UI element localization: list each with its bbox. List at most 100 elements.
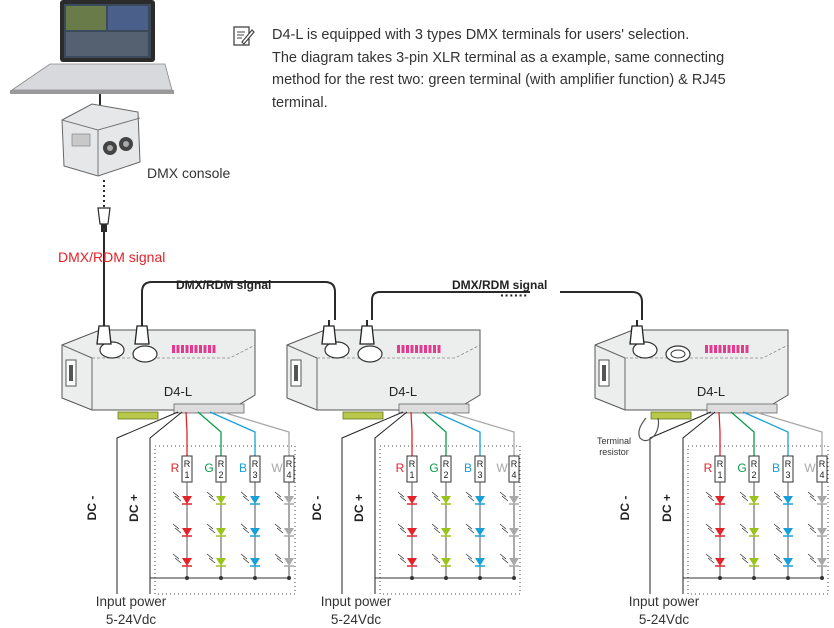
channel-wire [422,411,447,456]
led-icon [284,558,294,566]
xlr-plug-icon [134,320,150,345]
channel-letter: W [804,461,816,475]
led-icon [475,496,485,504]
led-icon [250,528,260,536]
resistor-label: R [218,459,225,469]
channel-wire [446,411,515,456]
terminal-block [342,411,384,420]
led-icon [749,558,759,566]
controller-body [61,329,256,411]
dc-minus-wire [341,411,404,594]
input-power-spec: 5-24Vdc [106,612,157,627]
channel-letter: B [464,461,472,475]
channel-wire [730,411,755,456]
link-signal-label-2: DMX/RDM signal [452,278,547,292]
input-signal-label: DMX/RDM signal [58,249,165,265]
channel-letter: W [496,461,508,475]
model-label: D4-L [164,384,192,399]
led-icon [441,528,451,536]
resistor-label: R [252,459,259,469]
address-display [172,345,216,353]
led-icon [441,558,451,566]
led-icon [783,528,793,536]
channel-wire [197,411,222,456]
led-icon [817,558,827,566]
resistor-label: 1 [409,470,414,480]
resistor-label: 3 [477,470,482,480]
resistor-label: 2 [751,470,756,480]
resistor-label: R [443,459,450,469]
note-line: terminal. [272,94,328,111]
link-cable-1 [141,281,336,320]
dc-minus-wire [649,411,712,594]
resistor-label: R [785,459,792,469]
output-terminal [173,403,245,414]
channel-wire [221,411,290,456]
dc-plus-wire [682,411,716,594]
dc-plus-label: DC + [660,494,674,522]
led-icon [182,528,192,536]
resistor-label: 4 [511,470,516,480]
led-icon [509,528,519,536]
resistor-label: R [409,459,416,469]
address-display [397,345,441,353]
link-signal-label-1: DMX/RDM signal [176,278,271,292]
led-icon [715,558,725,566]
xlr-plug-icon [629,320,645,345]
led-icon [441,496,451,504]
link-cable-2a [371,291,530,320]
channel-wire [209,411,256,456]
channel-letter: R [704,461,713,475]
input-power-label: Input power [629,594,700,609]
resistor-label: 3 [785,470,790,480]
dc-minus-label: DC - [310,496,324,521]
channel-wire [410,411,413,456]
note-line: The diagram takes 3-pin XLR terminal as … [272,49,725,66]
resistor-label: 1 [184,470,189,480]
led-icon [749,496,759,504]
led-icon [475,558,485,566]
xlr-plug-icon [359,320,375,345]
resistor-label: 1 [717,470,722,480]
resistor-label: 2 [218,470,223,480]
dc-minus-label: DC - [85,496,99,521]
laptop-icon [10,0,174,94]
console-label: DMX console [147,165,230,181]
led-icon [509,558,519,566]
led-icon [749,528,759,536]
channel-letter: W [271,461,283,475]
dmx-console-icon [61,103,141,177]
terminal-resistor-label: Terminal [597,436,631,446]
resistor-label: R [819,459,826,469]
dc-minus-label: DC - [618,496,632,521]
channel-letter: B [239,461,247,475]
dc-plus-wire [149,411,183,594]
dc-plus-label: DC + [127,494,141,522]
channel-letter: R [171,461,180,475]
dc-plus-wire [374,411,408,594]
resistor-label: R [511,459,518,469]
xlr-socket-icon [632,341,691,363]
terminal-block [117,411,159,420]
link-cable-2b [560,291,643,320]
input-power-spec: 5-24Vdc [331,612,382,627]
led-icon [715,496,725,504]
led-icon [817,496,827,504]
xlr-plug-icon [97,207,111,232]
note-line: D4-L is equipped with 3 types DMX termin… [272,27,690,43]
xlr-socket-icon [324,341,383,363]
led-icon [182,558,192,566]
xlr-plug-icon [96,320,112,345]
resistor-label: 4 [819,470,824,480]
model-label: D4-L [697,384,725,399]
output-terminal [398,403,470,414]
input-power-label: Input power [321,594,392,609]
output-terminal [706,403,778,414]
led-icon [783,558,793,566]
channel-letter: B [772,461,780,475]
resistor-label: R [717,459,724,469]
input-power-label: Input power [96,594,167,609]
